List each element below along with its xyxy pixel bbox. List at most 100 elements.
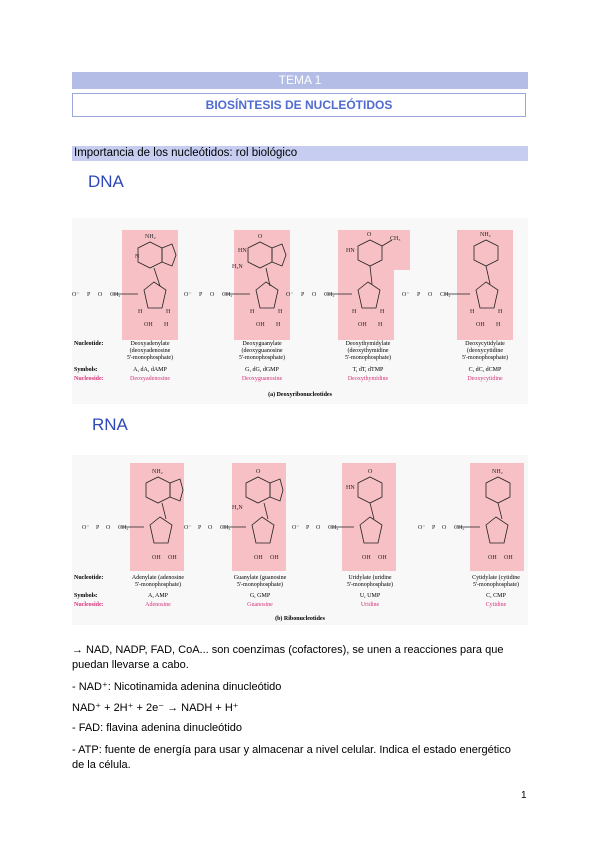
dna-row-label-nucleoside: Nucleoside: [74,376,104,382]
rna-4-o: O [442,525,447,531]
rna-1-nucleotide-line2: 5'-monophosphate) [135,581,181,588]
rna-4-p: P [432,525,436,531]
rna-4-nh2: NH₂ [492,469,503,475]
rna-row-label-nucleotide: Nucleotide: [74,575,103,581]
rna-2-nucleotide-line2: 5'-monophosphate) [237,581,283,588]
dna-2-symbols: G, dG, dGMP [245,367,279,373]
dna-1-symbols: A, dA, dAMP [133,367,167,373]
body-line-7: de la célula. [72,759,131,771]
dna-3-h-b: H [380,309,385,315]
dna-row-label-nucleotide: Nucleotide: [74,341,103,347]
dna-4-h-c: H [496,322,501,328]
dna-2-nucleotide-line1: Deoxyguanylate [242,341,282,347]
dna-2-o: O [210,292,215,298]
rna-1-oh-a: OH [152,555,161,561]
rna-highlight-4 [470,463,524,571]
rna-2-ch2: CH₂ [220,525,230,531]
dna-3-ch2: CH₂ [324,292,334,298]
section-title: Importancia de los nucleótidos: rol biol… [72,146,528,161]
dna-2-nucleotide-line2: (deoxyguanosine [242,347,283,354]
rna-molecule-1 [120,476,184,544]
rna-row-label-nucleoside: Nucleoside: [74,602,104,608]
rna-4-symbols: C, CMP [486,593,506,599]
rna-2-oh-b: OH [270,555,279,561]
dna-molecule-1 [112,241,177,309]
rna-1-nucleotide-line1: Adenylate (adenosine [132,574,184,581]
dna-2-oh: OH [256,322,265,328]
rna-1-p: P [96,525,100,531]
dna-4-nucleotide-line2: (deoxycytidine [467,347,503,354]
rna-3-o-minus: O⁻ [292,525,300,531]
rna-3-oh-b: OH [378,555,387,561]
dna-1-nucleotide-line1: Deoxyadenylate [131,341,170,347]
dna-4-h-a: H [470,309,475,315]
rna-2-nucleotide-line1: Guanylate (guanosine [234,574,287,581]
dna-3-nucleotide-line1: Deoxythymidylate [346,341,391,347]
dna-3-o: O [312,292,317,298]
dna-2-p: P [199,292,203,298]
rna-molecule-2 [222,476,284,544]
dna-4-nucleoside: Deoxycytidine [467,376,503,382]
body-line-3: - NAD⁺: Nicotinamida adenina dinucleótid… [72,681,282,693]
page-number: 1 [521,790,527,801]
dna-1-nucleotide-line2: (deoxyadenosine [130,347,171,354]
rna-2-symbols: G, GMP [250,593,271,599]
dna-1-nh2: NH₂ [145,234,156,240]
rna-2-h2n: H₂N [232,505,243,511]
rna-4-nucleotide-line1: Cytidylate (cytidine [472,574,520,581]
dna-4-h-b: H [498,309,503,315]
body-line-4: NAD⁺ + 2H⁺ + 2e⁻ → NADH + H⁺ [72,702,239,714]
dna-row-label-symbols: Symbols: [74,367,98,373]
dna-3-p: P [301,292,305,298]
rna-3-nucleotide-line1: Uridylate (uridine [348,574,391,581]
dna-3-nucleotide-line3: 5'-monophosphate) [345,354,391,361]
dna-3-o-minus: O⁻ [286,292,294,298]
dna-highlight-4 [457,230,513,340]
rna-2-o: O [208,525,213,531]
dna-4-ch2: CH₂ [440,292,450,298]
rna-1-symbols: A, AMP [148,593,169,599]
rna-highlight-2 [232,463,286,571]
dna-4-nh2: NH₂ [480,232,491,238]
dna-highlight-3 [338,230,410,340]
body-line-5: - FAD: flavina adenina dinucleótido [72,722,242,734]
dna-1-o: O [98,292,103,298]
dna-caption: (a) Deoxyribonucleotides [268,391,332,398]
dna-3-nucleoside: Deoxythymidine [348,376,389,382]
rna-1-nh2: NH₂ [152,469,163,475]
dna-molecule-2 [224,241,287,309]
dna-4-o: O [428,292,433,298]
rna-1-ch2: CH₂ [118,525,128,531]
dna-2-nucleotide-line3: 5'-monophosphate) [239,354,285,361]
dna-figure: NH₂ N O⁻ P O CH₂ H H OH H O HN H₂N O⁻ P … [72,218,528,404]
rna-row-label-symbols: Symbols: [74,593,98,599]
rna-3-nucleoside: Uridine [361,602,380,608]
rna-highlight-3 [342,463,396,571]
rna-molecule-3 [330,476,383,544]
dna-1-h-b: H [166,309,171,315]
rna-3-p: P [306,525,310,531]
rna-heading: RNA [92,415,128,434]
dna-2-h-a: H [250,309,255,315]
dna-4-o-minus: O⁻ [402,292,410,298]
dna-2-hn: HN [238,248,247,254]
rna-4-o-minus: O⁻ [418,525,426,531]
rna-3-symbols: U, UMP [360,593,381,599]
dna-4-nucleotide-line3: 5'-monophosphate) [462,354,508,361]
rna-4-oh-b: OH [504,555,513,561]
rna-3-hn: HN [346,485,355,491]
rna-molecule-4 [456,476,511,544]
rna-2-o-top: O [256,469,261,475]
tema-banner: TEMA 1 [72,72,528,89]
rna-caption: (b) Ribonucleotides [275,615,326,622]
rna-3-ch2: CH₂ [328,525,338,531]
rna-3-oh-a: OH [362,555,371,561]
rna-1-nucleoside: Adenosine [145,602,171,608]
dna-1-o-minus: O⁻ [72,292,80,298]
dna-1-h-c: H [164,322,169,328]
dna-3-o-top: O [367,232,372,238]
dna-1-p: P [87,292,91,298]
rna-3-nucleotide-line2: 5'-monophosphate) [347,581,393,588]
rna-figure: NH₂ O⁻ P O CH₂ OH OH O H₂N O⁻ P O CH₂ OH… [72,455,528,625]
rna-4-nucleotide-line2: 5'-monophosphate) [473,581,519,588]
